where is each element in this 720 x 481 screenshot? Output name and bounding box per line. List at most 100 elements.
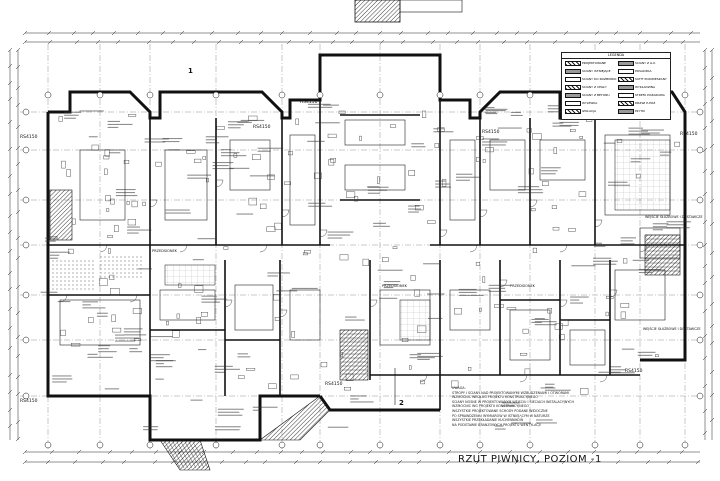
fixture bbox=[70, 343, 81, 347]
dimension-tick bbox=[416, 449, 422, 455]
dimension-tick bbox=[702, 168, 708, 174]
door-swing bbox=[559, 299, 568, 308]
fixture bbox=[359, 135, 362, 141]
dimension-tick bbox=[514, 30, 520, 36]
annotation-text bbox=[52, 381, 67, 383]
annotation-text bbox=[123, 328, 143, 330]
annotation-text bbox=[628, 133, 650, 135]
fixture bbox=[290, 374, 299, 380]
level-marker: RS4150 bbox=[20, 398, 38, 404]
dimension-tick bbox=[15, 310, 21, 316]
dimension-tick bbox=[470, 30, 476, 36]
legend-item-label: IZOLACJA bbox=[582, 109, 597, 113]
annotation-text bbox=[115, 189, 136, 191]
annotation-text bbox=[227, 127, 241, 129]
annotation-text bbox=[484, 108, 508, 110]
annotation-text bbox=[482, 144, 506, 146]
fixture bbox=[427, 220, 436, 224]
annotation-text bbox=[379, 297, 398, 299]
annotation-text bbox=[79, 110, 104, 112]
dimension-tick bbox=[7, 80, 13, 86]
annotation-text bbox=[129, 351, 143, 353]
dimension-tick bbox=[219, 459, 225, 465]
annotation-text bbox=[458, 291, 477, 293]
fixture bbox=[112, 327, 122, 333]
annotation-text bbox=[630, 158, 651, 160]
fixture bbox=[248, 197, 257, 206]
annotation-text bbox=[435, 183, 450, 185]
annotation-text bbox=[345, 319, 365, 321]
annotation-text bbox=[409, 357, 435, 359]
fixture bbox=[422, 110, 427, 118]
dimension-tick bbox=[191, 39, 197, 45]
door-swing bbox=[224, 299, 233, 308]
dimension-tick bbox=[514, 459, 520, 465]
door-swing bbox=[594, 219, 603, 228]
dimension-tick bbox=[709, 417, 715, 423]
dimension-tick bbox=[445, 459, 451, 465]
door-swing bbox=[439, 229, 448, 238]
annotation-text bbox=[107, 123, 133, 125]
note-line: WZMOCNIĆ WG PROJEKTU KONSTRUKCYJNEGO bbox=[452, 404, 529, 409]
dimension-tick bbox=[152, 459, 158, 465]
annotation-text bbox=[593, 263, 617, 265]
annotation-text bbox=[517, 192, 544, 194]
annotation-text bbox=[598, 374, 615, 376]
fixture bbox=[580, 388, 589, 395]
fixture bbox=[578, 191, 587, 197]
dimension-tick bbox=[334, 30, 340, 36]
dimension-tick bbox=[15, 124, 21, 130]
notes-block: UWAGA: STROPY I ŚCIANY NAD PROJEKTOWANYM… bbox=[452, 386, 612, 427]
annotation-text bbox=[127, 229, 152, 231]
door-swing bbox=[519, 374, 528, 383]
annotation-text bbox=[435, 186, 452, 188]
dimension-tick bbox=[317, 459, 323, 465]
dimension-tick bbox=[561, 459, 567, 465]
dimension-tick bbox=[216, 39, 222, 45]
room-label: PRZEDSIONEK bbox=[382, 284, 408, 288]
dimension-tick bbox=[107, 449, 113, 455]
door-swing bbox=[479, 209, 488, 218]
grid-bubble bbox=[316, 91, 324, 99]
grid-bubble bbox=[436, 441, 444, 449]
grid-bubble bbox=[22, 146, 30, 154]
annotation-text bbox=[383, 281, 401, 283]
dimension-tick bbox=[709, 323, 715, 329]
dimension-tick bbox=[613, 30, 619, 36]
annotation-text bbox=[267, 275, 278, 277]
annotation-text bbox=[517, 189, 543, 191]
fixture bbox=[320, 362, 328, 368]
dimension-tick bbox=[348, 449, 354, 455]
annotation-text bbox=[198, 349, 207, 351]
door-swing bbox=[529, 199, 538, 208]
stair-tread bbox=[184, 441, 201, 469]
annotation-text bbox=[345, 316, 357, 318]
fixture bbox=[392, 246, 398, 250]
annotation-text bbox=[307, 103, 331, 105]
dimension-tick bbox=[373, 459, 379, 465]
annotation-text bbox=[510, 114, 523, 116]
grid-bubble bbox=[696, 108, 704, 116]
grid-bubble bbox=[22, 336, 30, 344]
annotation-text bbox=[327, 237, 343, 239]
annotation-text bbox=[428, 317, 443, 319]
fixture bbox=[362, 258, 369, 267]
annotation-text bbox=[82, 304, 91, 306]
annotation-text bbox=[552, 122, 564, 124]
door-swing bbox=[599, 374, 608, 383]
legend-item-label: ŚCIANY DO ROZBIÓRKI bbox=[582, 77, 617, 81]
door-swing bbox=[319, 229, 328, 238]
dimension-tick bbox=[702, 333, 708, 339]
fixture bbox=[530, 208, 536, 212]
annotation-text bbox=[205, 136, 229, 138]
dimension-tick bbox=[501, 39, 507, 45]
fixture bbox=[273, 294, 280, 301]
annotation-text bbox=[373, 222, 386, 224]
door-swing bbox=[419, 374, 428, 383]
dimension-tick bbox=[299, 449, 305, 455]
annotation-text bbox=[608, 184, 630, 186]
fixture bbox=[132, 308, 143, 314]
note-line: WSZYSTKIE PROJEKTOWANE SCHODY PODANE WID… bbox=[452, 408, 548, 413]
annotation-text bbox=[137, 268, 152, 270]
